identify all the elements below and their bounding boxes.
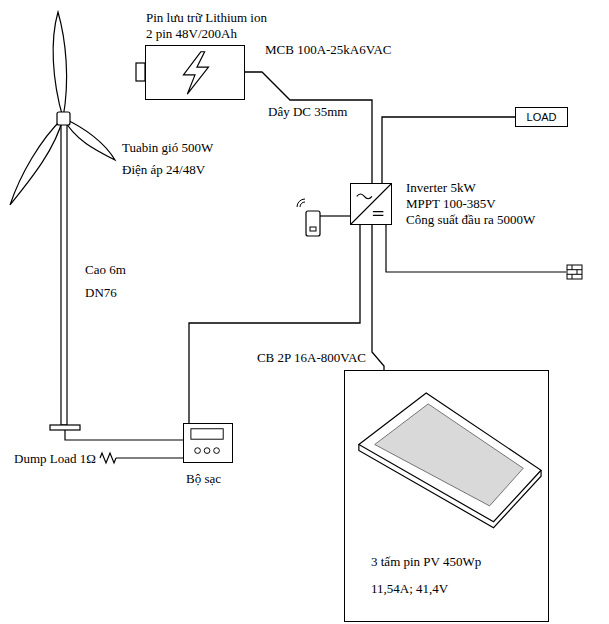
battery-symbol <box>146 46 244 99</box>
dump-load-wire <box>116 457 183 458</box>
box-label: LOAD <box>516 110 567 124</box>
turbine-blade <box>53 12 66 118</box>
turbine-blade <box>10 118 63 205</box>
grid-symbol <box>567 265 582 279</box>
turbine-pole <box>61 124 67 425</box>
battery-box: Pin lưu trữ Lithium ion2 pin 48V/200Ah <box>145 45 245 100</box>
charger-button <box>204 448 210 454</box>
lightning-symbol <box>183 52 208 94</box>
breaker-label: MCB 100A-25kA6VAC <box>265 42 392 57</box>
wire-connector <box>245 72 372 183</box>
wire-connector <box>189 225 360 423</box>
charger-symbol <box>184 424 232 462</box>
wifi-symbol <box>297 199 305 207</box>
node-label: Inverter 5kW <box>406 180 476 195</box>
annotation-label: Tuabin gió 500W <box>122 140 213 155</box>
turbine-blade <box>63 118 115 160</box>
node-label: Bộ sạc <box>186 471 221 486</box>
turbine-base <box>50 425 80 430</box>
annotation-label: Cao 6m <box>85 262 126 277</box>
node-label: MPPT 100-385V <box>406 196 496 211</box>
resistor-symbol <box>100 453 116 463</box>
inverter-diagonal <box>351 184 391 224</box>
brick-lines <box>567 265 582 279</box>
node-label: 11,54A; 41,4V <box>371 581 448 596</box>
node-label: 2 pin 48V/200Ah <box>146 26 237 41</box>
annotation-label: Dump Load 1Ω <box>14 451 96 466</box>
charger-display <box>191 429 223 439</box>
node-label: Pin lưu trữ Lithium ion <box>146 10 267 25</box>
breaker-label: CB 2P 16A-800VAC <box>257 350 366 365</box>
brick-wall <box>567 265 582 279</box>
turbine-wire <box>65 430 183 440</box>
charger-button <box>214 448 220 454</box>
wire-connector <box>382 117 515 183</box>
battery-terminal <box>136 63 145 81</box>
pv-panel-edge <box>359 445 541 528</box>
wire-connector <box>372 225 384 370</box>
wifi-device <box>306 211 320 236</box>
pv-array-box: 3 tấm pin PV 450Wp 11,54A; 41,4V <box>344 370 549 622</box>
load-box: LOAD <box>515 107 568 127</box>
wind-turbine <box>10 12 115 430</box>
inverter-symbol <box>351 184 391 224</box>
node-label: Công suất đầu ra 5000W <box>406 212 535 227</box>
charger-button <box>195 448 201 454</box>
wifi-wire <box>320 215 350 216</box>
annotation-label: DN76 <box>85 285 117 300</box>
node-label: 3 tấm pin PV 450Wp <box>371 554 481 569</box>
annotation-label: Dây DC 35mm <box>268 104 347 119</box>
turbine-nacelle <box>57 112 70 125</box>
grid-wire <box>386 225 566 272</box>
charger-box: Bộ sạc <box>183 423 233 463</box>
inverter-box: Inverter 5kWMPPT 100-385VCông suất đầu r… <box>350 183 392 225</box>
wifi-device-screen <box>310 227 316 231</box>
ac-symbol <box>357 194 372 199</box>
dc-symbol <box>373 212 383 216</box>
pv-cells <box>375 404 524 506</box>
annotation-label: Điện áp 24/48V <box>122 162 205 177</box>
